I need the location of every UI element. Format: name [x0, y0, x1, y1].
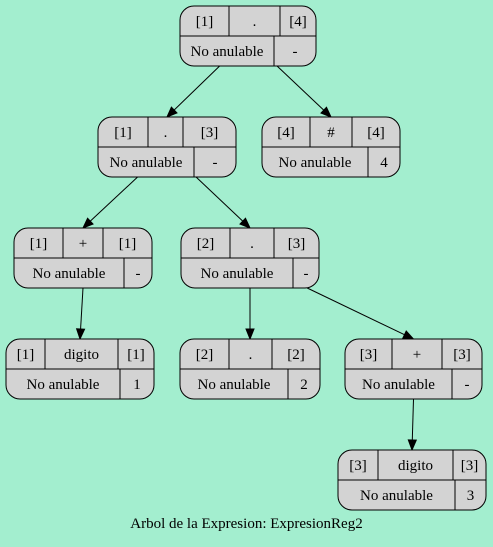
tree-edge: [195, 176, 244, 222]
node-last-set: [1]: [127, 347, 145, 363]
tree-edge: [411, 398, 414, 441]
node-position: -: [136, 266, 141, 282]
tree-node-n4: [1] + [1] No anulable -: [13, 227, 153, 289]
arrowhead-icon: [245, 328, 255, 341]
tree-node-n6: [1] digito [1] No anulable 1: [5, 338, 155, 400]
node-last-set: [3]: [201, 125, 219, 141]
node-position: -: [213, 155, 218, 171]
edges-layer: [75, 65, 418, 452]
tree-node-n2: [1]. [3] No anulable -: [97, 116, 237, 178]
tree-node-n8: [3] + [3] No anulable -: [344, 338, 483, 400]
node-symbol: .: [249, 347, 253, 363]
node-nullable: No anulable: [110, 155, 183, 171]
tree-edge: [276, 65, 325, 111]
arrowhead-icon: [166, 106, 178, 118]
node-first-set: [3]: [360, 347, 378, 363]
tree-edge: [89, 176, 138, 222]
node-last-set: [3]: [288, 236, 306, 252]
node-first-set: [1]: [114, 125, 132, 141]
diagram-caption: Arbol de la Expresion: ExpresionReg2: [130, 516, 363, 532]
node-position: -: [304, 266, 309, 282]
node-position: -: [465, 377, 470, 393]
arrowhead-icon: [401, 330, 415, 340]
node-symbol: #: [327, 125, 335, 141]
nodes-layer: [1]. [4] No anulable - [1]. [3] No anulable - [4…: [5, 5, 487, 511]
node-nullable: No anulable: [279, 155, 352, 171]
node-last-set: [4]: [367, 125, 385, 141]
node-nullable: No anulable: [33, 266, 106, 282]
node-nullable: No anulable: [360, 488, 433, 504]
node-symbol: .: [164, 125, 168, 141]
arrowhead-icon: [75, 328, 86, 341]
node-symbol: .: [250, 236, 254, 252]
node-first-set: [1]: [30, 236, 48, 252]
node-nullable: No anulable: [362, 377, 435, 393]
tree-node-n3: [4] # [4] No anulable 4: [261, 116, 401, 178]
node-last-set: [4]: [289, 14, 307, 30]
node-first-set: [2]: [197, 236, 215, 252]
node-position: 2: [300, 377, 308, 393]
node-first-set: [4]: [277, 125, 295, 141]
node-first-set: [3]: [349, 458, 367, 474]
node-last-set: [2]: [287, 347, 305, 363]
node-position: -: [293, 44, 298, 60]
node-nullable: No anulable: [201, 266, 274, 282]
node-first-set: [1]: [17, 347, 35, 363]
tree-node-n5: [2]. [3] No anulable -: [180, 227, 320, 289]
arrowhead-icon: [82, 217, 94, 229]
node-symbol: +: [79, 236, 87, 252]
node-position: 1: [133, 377, 141, 393]
node-symbol: digito: [64, 347, 99, 363]
node-nullable: No anulable: [198, 377, 271, 393]
tree-node-n1: [1]. [4] No anulable -: [179, 5, 317, 67]
node-last-set: [3]: [453, 347, 471, 363]
arrowhead-icon: [407, 439, 418, 452]
node-last-set: [3]: [461, 458, 479, 474]
node-nullable: No anulable: [191, 44, 264, 60]
arrowhead-icon: [239, 217, 251, 229]
node-last-set: [1]: [119, 236, 137, 252]
tree-edge: [80, 287, 84, 330]
node-nullable: No anulable: [27, 377, 100, 393]
arrowhead-icon: [320, 106, 332, 118]
node-first-set: [2]: [196, 347, 214, 363]
node-symbol: .: [253, 14, 257, 30]
node-first-set: [1]: [196, 14, 214, 30]
tree-node-n9: [3] digito [3] No anulable 3: [337, 449, 487, 511]
node-position: 3: [467, 488, 475, 504]
node-symbol: digito: [398, 458, 433, 474]
tree-node-n7: [2]. [2] No anulable 2: [179, 338, 321, 400]
node-symbol: +: [413, 347, 421, 363]
tree-edge: [173, 65, 220, 111]
node-position: 4: [380, 155, 388, 171]
tree-edge: [307, 287, 405, 336]
